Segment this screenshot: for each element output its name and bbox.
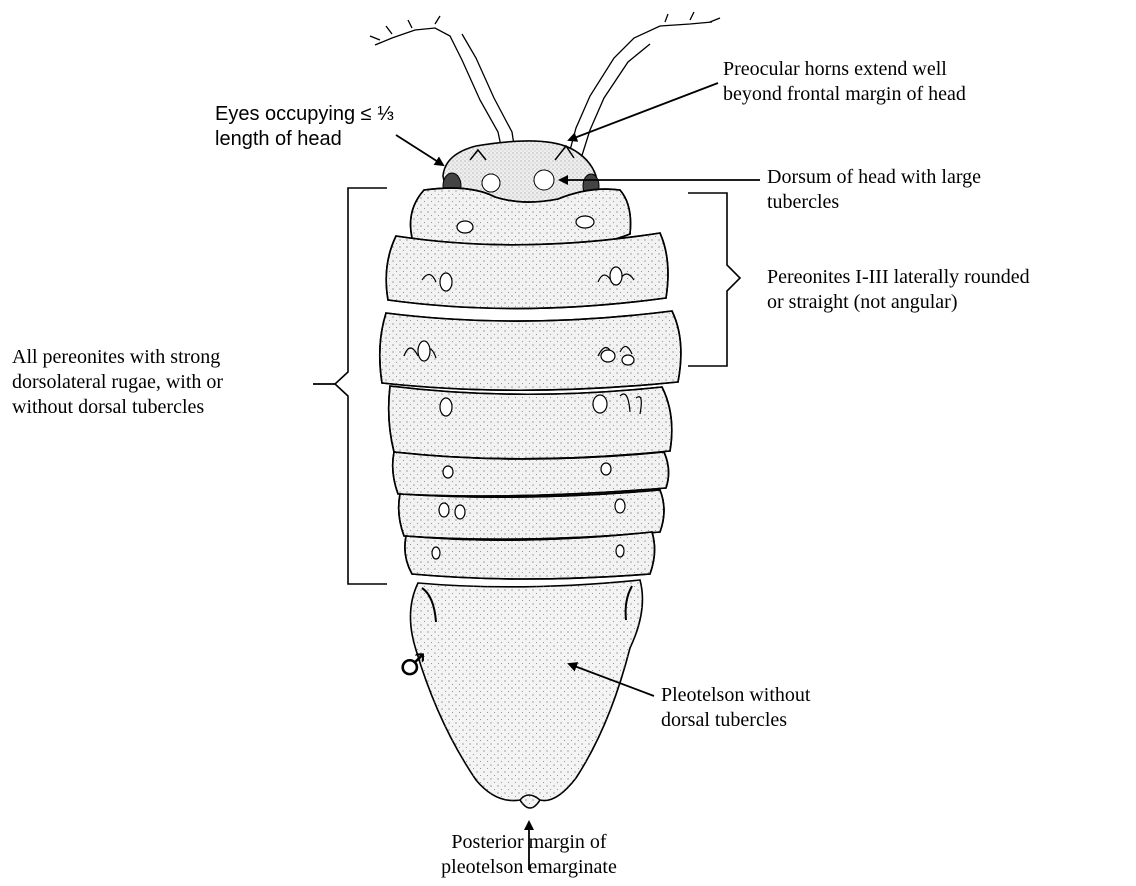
- left-bracket: [335, 188, 387, 584]
- preocular-label: Preocular horns extend well beyond front…: [723, 57, 966, 107]
- right-antenna-outline: [578, 44, 650, 168]
- eyes-label-line-1: Eyes occupying ≤ ⅓: [215, 102, 394, 127]
- posterior-label-line-2: pleotelson emarginate: [433, 855, 625, 880]
- pereonites: [380, 188, 681, 579]
- pleotelson-label-line-1: Pleotelson without: [661, 683, 810, 708]
- pleotelson: [410, 580, 642, 808]
- all-pereonites-label-line-2: dorsolateral rugae, with or: [12, 370, 223, 395]
- pereonites-i-iii-label-line-1: Pereonites I-III laterally rounded: [767, 265, 1030, 290]
- right-bracket: [688, 193, 740, 366]
- pleotelson-label: Pleotelson without dorsal tubercles: [661, 683, 810, 733]
- all-pereonites-label-line-3: without dorsal tubercles: [12, 395, 223, 420]
- dorsum-label: Dorsum of head with large tubercles: [767, 165, 981, 215]
- pereonites-i-iii-label: Pereonites I-III laterally rounded or st…: [767, 265, 1030, 315]
- dorsum-label-line-2: tubercles: [767, 190, 981, 215]
- preocular-label-line-2: beyond frontal margin of head: [723, 82, 966, 107]
- eyes-label: Eyes occupying ≤ ⅓ length of head: [215, 102, 394, 152]
- male-symbol: ♂: [399, 648, 426, 683]
- head-tubercle-right: [534, 170, 554, 190]
- preocular-arrow: [569, 83, 718, 140]
- all-pereonites-label: All pereonites with strong dorsolateral …: [12, 345, 223, 420]
- posterior-label: Posterior margin of pleotelson emarginat…: [433, 830, 625, 880]
- dorsum-label-line-1: Dorsum of head with large: [767, 165, 981, 190]
- all-pereonites-label-line-1: All pereonites with strong: [12, 345, 223, 370]
- pereonites-i-iii-label-line-2: or straight (not angular): [767, 290, 1030, 315]
- preocular-label-line-1: Preocular horns extend well: [723, 57, 966, 82]
- eyes-arrow: [396, 135, 443, 165]
- eyes-label-line-2: length of head: [215, 127, 394, 152]
- pleotelson-label-line-2: dorsal tubercles: [661, 708, 810, 733]
- posterior-label-line-1: Posterior margin of: [433, 830, 625, 855]
- head-tubercle-left: [482, 174, 500, 192]
